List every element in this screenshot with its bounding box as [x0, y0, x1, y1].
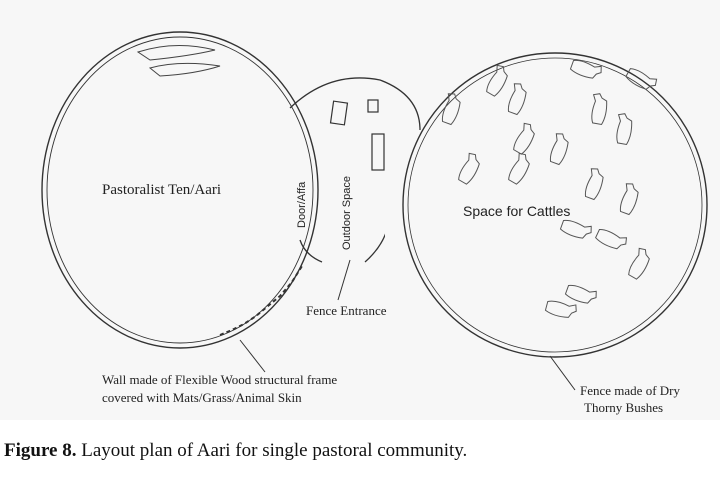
cattle-shape: [584, 168, 604, 201]
cattle-shape: [549, 133, 569, 166]
cattle-shape: [569, 59, 602, 79]
fence-gap: [385, 206, 399, 246]
outdoor-space-outline: [289, 77, 421, 263]
outdoor-space-label: Outdoor Space: [341, 176, 353, 250]
hut-mat: [136, 44, 221, 77]
door-label: Door/Affa: [296, 181, 308, 228]
cattle-group: [441, 59, 658, 318]
cattle-shape: [628, 247, 650, 280]
hut-outline: [41, 31, 319, 349]
cattle-shape: [625, 68, 658, 90]
outdoor-objects: [329, 99, 385, 171]
cattle-shape: [458, 152, 480, 185]
cattle-shape: [591, 93, 608, 126]
cattle-shape: [619, 183, 639, 216]
caption-label: Figure 8.: [4, 440, 77, 461]
cattle-shape: [616, 113, 633, 146]
fence-label-line2: Thorny Bushes: [584, 400, 664, 415]
hut-wall-texture: [219, 265, 303, 336]
cattle-fence-outline: [402, 52, 708, 358]
diagram-canvas: Pastoralist Ten/Aari Door/Affa Outdoor S…: [41, 31, 708, 415]
cattle-shape: [441, 93, 461, 126]
cattle-shape: [559, 219, 592, 239]
cattle-shape: [564, 284, 597, 304]
leader-lines: [239, 259, 576, 391]
wall-label-line2: covered with Mats/Grass/Animal Skin: [102, 390, 302, 405]
caption-text: Layout plan of Aari for single pastoral …: [76, 440, 468, 461]
cattle-shape: [508, 152, 530, 185]
layout-drawing: [41, 31, 708, 391]
cattle-space-label: Space for Cattles: [463, 203, 571, 219]
cattle-shape: [595, 229, 628, 250]
hut-label: Pastoralist Ten/Aari: [102, 182, 222, 198]
cattle-shape: [513, 122, 535, 155]
cattle-shape: [507, 83, 527, 116]
cattle-shape: [486, 64, 508, 97]
wall-label-line1: Wall made of Flexible Wood structural fr…: [102, 372, 338, 387]
fence-label-line1: Fence made of Dry: [580, 383, 680, 398]
figure-caption: Figure 8. Layout plan of Aari for single…: [4, 440, 467, 462]
fence-entrance-label: Fence Entrance: [306, 303, 387, 318]
cattle-shape: [544, 300, 577, 318]
